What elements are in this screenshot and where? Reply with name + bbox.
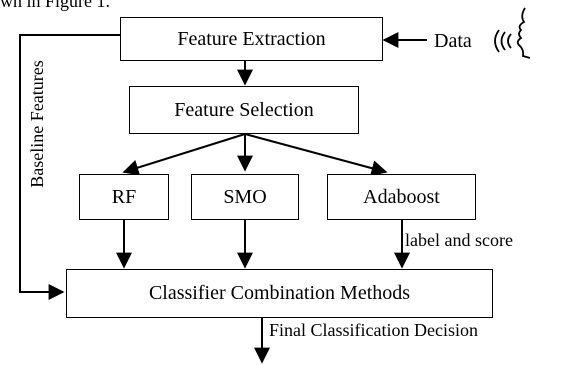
feature-extraction-box: Feature Extraction xyxy=(120,17,383,61)
arrow-baseline-features xyxy=(19,34,120,300)
classifier-combination-box: Classifier Combination Methods xyxy=(66,269,493,318)
data-label: Data xyxy=(434,30,472,52)
caption-fragment: wn in Figure 1. xyxy=(0,0,110,11)
baseline-features-label: Baseline Features xyxy=(27,60,47,188)
rf-box: RF xyxy=(79,174,169,220)
speaking-head-icon xyxy=(494,7,531,59)
label-and-score-label: label and score xyxy=(405,230,513,250)
arrow-selection-to-rf xyxy=(122,133,246,176)
adaboost-box: Adaboost xyxy=(327,174,476,220)
final-decision-label: Final Classification Decision xyxy=(269,320,478,340)
feature-selection-box: Feature Selection xyxy=(129,86,359,134)
arrow-selection-to-adaboost xyxy=(244,133,388,176)
smo-box: SMO xyxy=(191,174,299,220)
